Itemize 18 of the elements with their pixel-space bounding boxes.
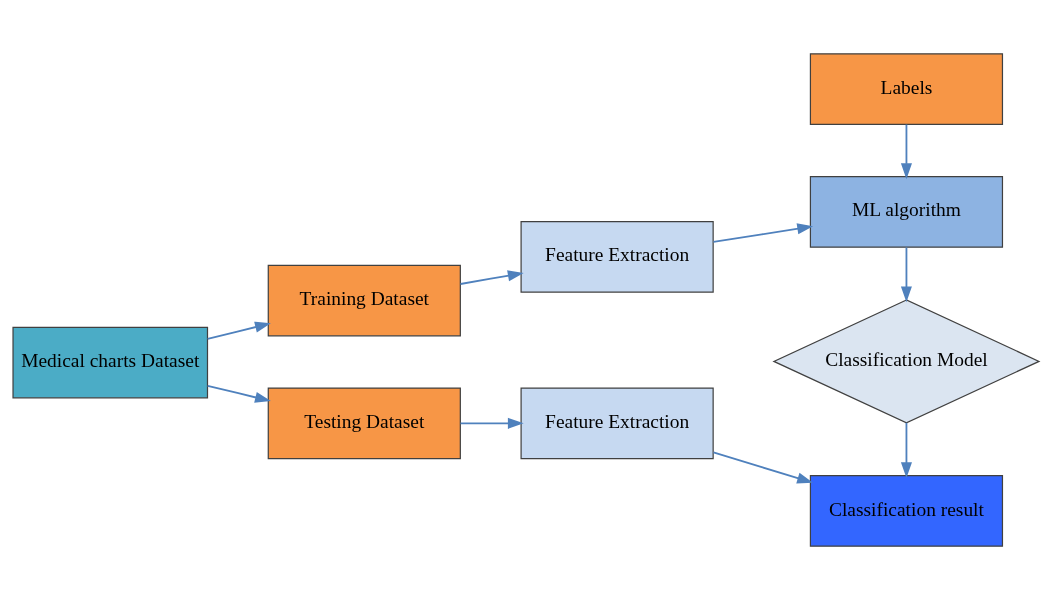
node-box: Training Dataset: [267, 264, 461, 337]
node-box: Feature Extraction: [520, 221, 714, 293]
arrow: [712, 223, 814, 243]
node-box: ML algorithm: [809, 176, 1004, 248]
node-diamond: Classification Model: [772, 299, 1041, 424]
arrow: [900, 123, 912, 180]
arrow: [712, 451, 813, 484]
node-box: Labels: [809, 53, 1004, 125]
node-box: Medical charts Dataset: [12, 326, 209, 399]
node-box: Testing Dataset: [267, 387, 461, 460]
arrow: [459, 270, 524, 285]
arrow: [206, 321, 271, 340]
arrow: [900, 421, 912, 478]
arrow: [459, 417, 524, 429]
arrow: [206, 384, 271, 403]
arrow: [900, 246, 912, 303]
node-box: Feature Extraction: [520, 387, 714, 460]
node-box: Classification result: [809, 475, 1004, 547]
